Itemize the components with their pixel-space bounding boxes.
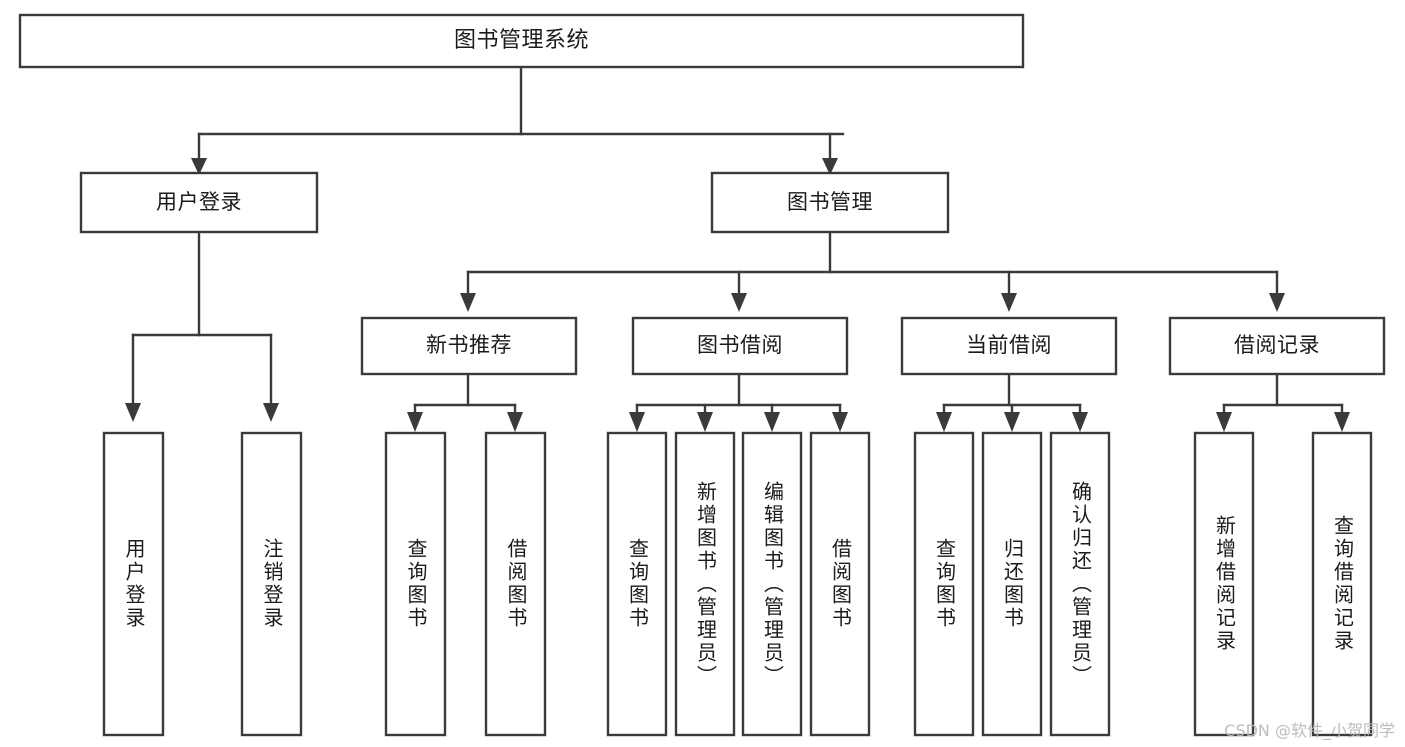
watermark-text: CSDN @软件_小贺同学 bbox=[1224, 721, 1395, 740]
node-box-current-borrow[interactable] bbox=[900, 316, 1118, 376]
node-box-leaf-add-record[interactable] bbox=[1193, 431, 1255, 737]
node-box-leaf-return-book[interactable] bbox=[981, 431, 1043, 737]
node-box-leaf-confirm-return[interactable] bbox=[1049, 431, 1111, 737]
node-box-leaf-query-book-2[interactable] bbox=[606, 431, 668, 737]
edge-newbook-to-leaves bbox=[407, 372, 523, 432]
node-box-book-management[interactable] bbox=[710, 171, 950, 234]
edge-userlogin-to-leaves bbox=[125, 230, 279, 422]
node-box-new-book-recommend[interactable] bbox=[360, 316, 578, 376]
node-box-leaf-query-book-3[interactable] bbox=[913, 431, 975, 737]
node-box-borrow-record[interactable] bbox=[1168, 316, 1386, 376]
node-box-leaf-add-book[interactable] bbox=[674, 431, 736, 737]
edge-bookborrow-to-leaves bbox=[629, 372, 848, 432]
edge-borrowrecord-to-leaves bbox=[1216, 372, 1350, 432]
node-box-leaf-query-book-1[interactable] bbox=[384, 431, 447, 737]
edge-currentborrow-to-leaves bbox=[936, 372, 1088, 432]
node-box-root[interactable] bbox=[18, 13, 1025, 69]
node-box-leaf-logout-login[interactable] bbox=[240, 431, 303, 737]
edge-root-to-level2 bbox=[191, 65, 845, 175]
node-box-book-borrow[interactable] bbox=[631, 316, 849, 376]
node-box-leaf-query-record[interactable] bbox=[1311, 431, 1373, 737]
node-box-leaf-edit-book[interactable] bbox=[741, 431, 803, 737]
node-box-leaf-user-login[interactable] bbox=[102, 431, 165, 737]
node-box-leaf-borrow-book-1[interactable] bbox=[484, 431, 547, 737]
node-box-user-login[interactable] bbox=[79, 171, 319, 234]
edge-bookmgmt-to-level3 bbox=[460, 230, 1285, 312]
node-box-leaf-borrow-book-2[interactable] bbox=[809, 431, 871, 737]
